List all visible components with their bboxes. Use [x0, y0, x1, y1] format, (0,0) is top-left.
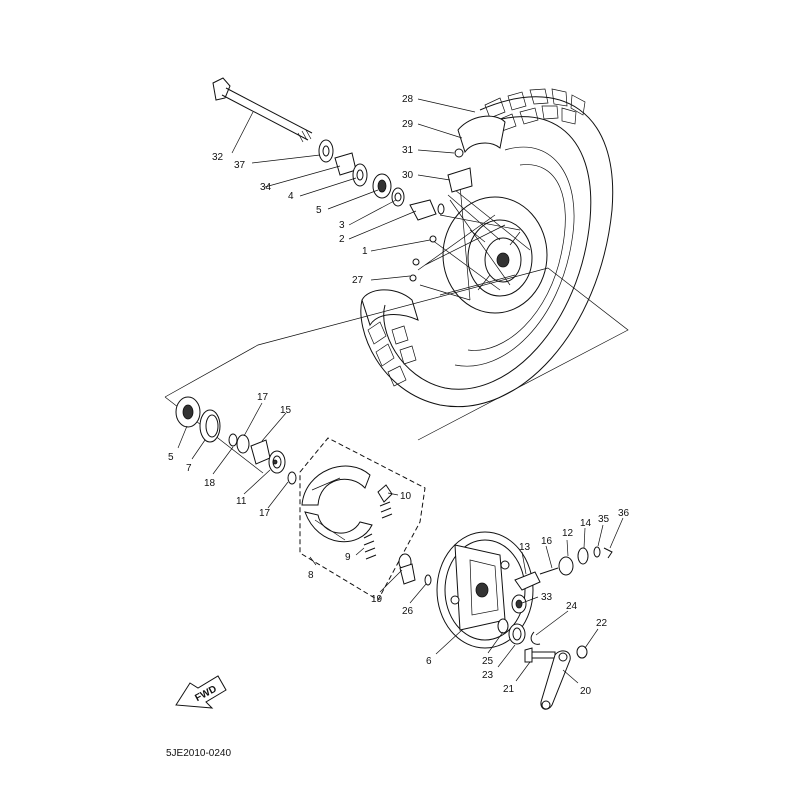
tire [360, 88, 614, 408]
callout-2: 2 [339, 234, 345, 245]
brake-cam-lever [497, 618, 588, 710]
callout-37: 37 [234, 160, 246, 171]
callout-11: 11 [236, 496, 247, 507]
callout-29: 29 [402, 119, 414, 130]
brake-pivot-parts [398, 553, 432, 586]
callout-25: 25 [482, 656, 494, 667]
callout-8: 8 [308, 570, 314, 581]
callout-31: 31 [402, 145, 414, 156]
callout-3: 3 [339, 220, 345, 231]
front-axle [212, 77, 313, 143]
brake-panel [436, 531, 541, 649]
callout-7: 7 [186, 463, 192, 474]
callout-5-upper: 5 [316, 205, 322, 216]
wheel-hub [442, 196, 548, 314]
callout-9: 9 [345, 552, 351, 563]
callout-34: 34 [260, 182, 272, 193]
spokes [417, 184, 531, 301]
callout-17-lower: 17 [259, 508, 271, 519]
callout-6: 6 [426, 656, 432, 667]
brake-shoe-group [299, 437, 426, 601]
callout-27: 27 [352, 275, 364, 286]
callout-17-upper: 17 [257, 392, 269, 403]
callout-20: 20 [580, 686, 592, 697]
callout-1: 1 [362, 246, 368, 257]
callout-19: 19 [371, 594, 383, 605]
drawing-number: 5JE2010-0240 [166, 748, 231, 759]
callout-16: 16 [541, 536, 553, 547]
callout-23: 23 [482, 670, 494, 681]
callout-33: 33 [541, 592, 553, 603]
callout-5-lower: 5 [168, 452, 174, 463]
speedometer-drive-parts [539, 546, 613, 576]
callout-21: 21 [503, 684, 515, 695]
callout-22: 22 [596, 618, 608, 629]
callout-18: 18 [204, 478, 216, 489]
callout-13: 13 [519, 542, 531, 553]
callout-4: 4 [288, 191, 294, 202]
callout-32: 32 [212, 152, 224, 163]
callout-30: 30 [402, 170, 414, 181]
wheel-assembly-plane [417, 267, 629, 441]
callout-14: 14 [580, 518, 592, 529]
callout-24: 24 [566, 601, 578, 612]
callout-15: 15 [280, 405, 292, 416]
hub-spacers [318, 139, 445, 282]
callout-12: 12 [562, 528, 574, 539]
callout-35: 35 [598, 514, 610, 525]
callout-10: 10 [400, 491, 412, 502]
leader-lines [177, 98, 624, 684]
callout-36: 36 [618, 508, 630, 519]
fwd-arrow-icon: FWD [175, 675, 227, 709]
callout-labels: 28 29 31 30 32 37 34 4 5 3 2 1 27 17 15 … [168, 94, 630, 697]
left-bearing-seals [175, 396, 297, 485]
callout-26: 26 [402, 606, 414, 617]
callout-28: 28 [402, 94, 414, 105]
inner-tube [447, 115, 506, 193]
